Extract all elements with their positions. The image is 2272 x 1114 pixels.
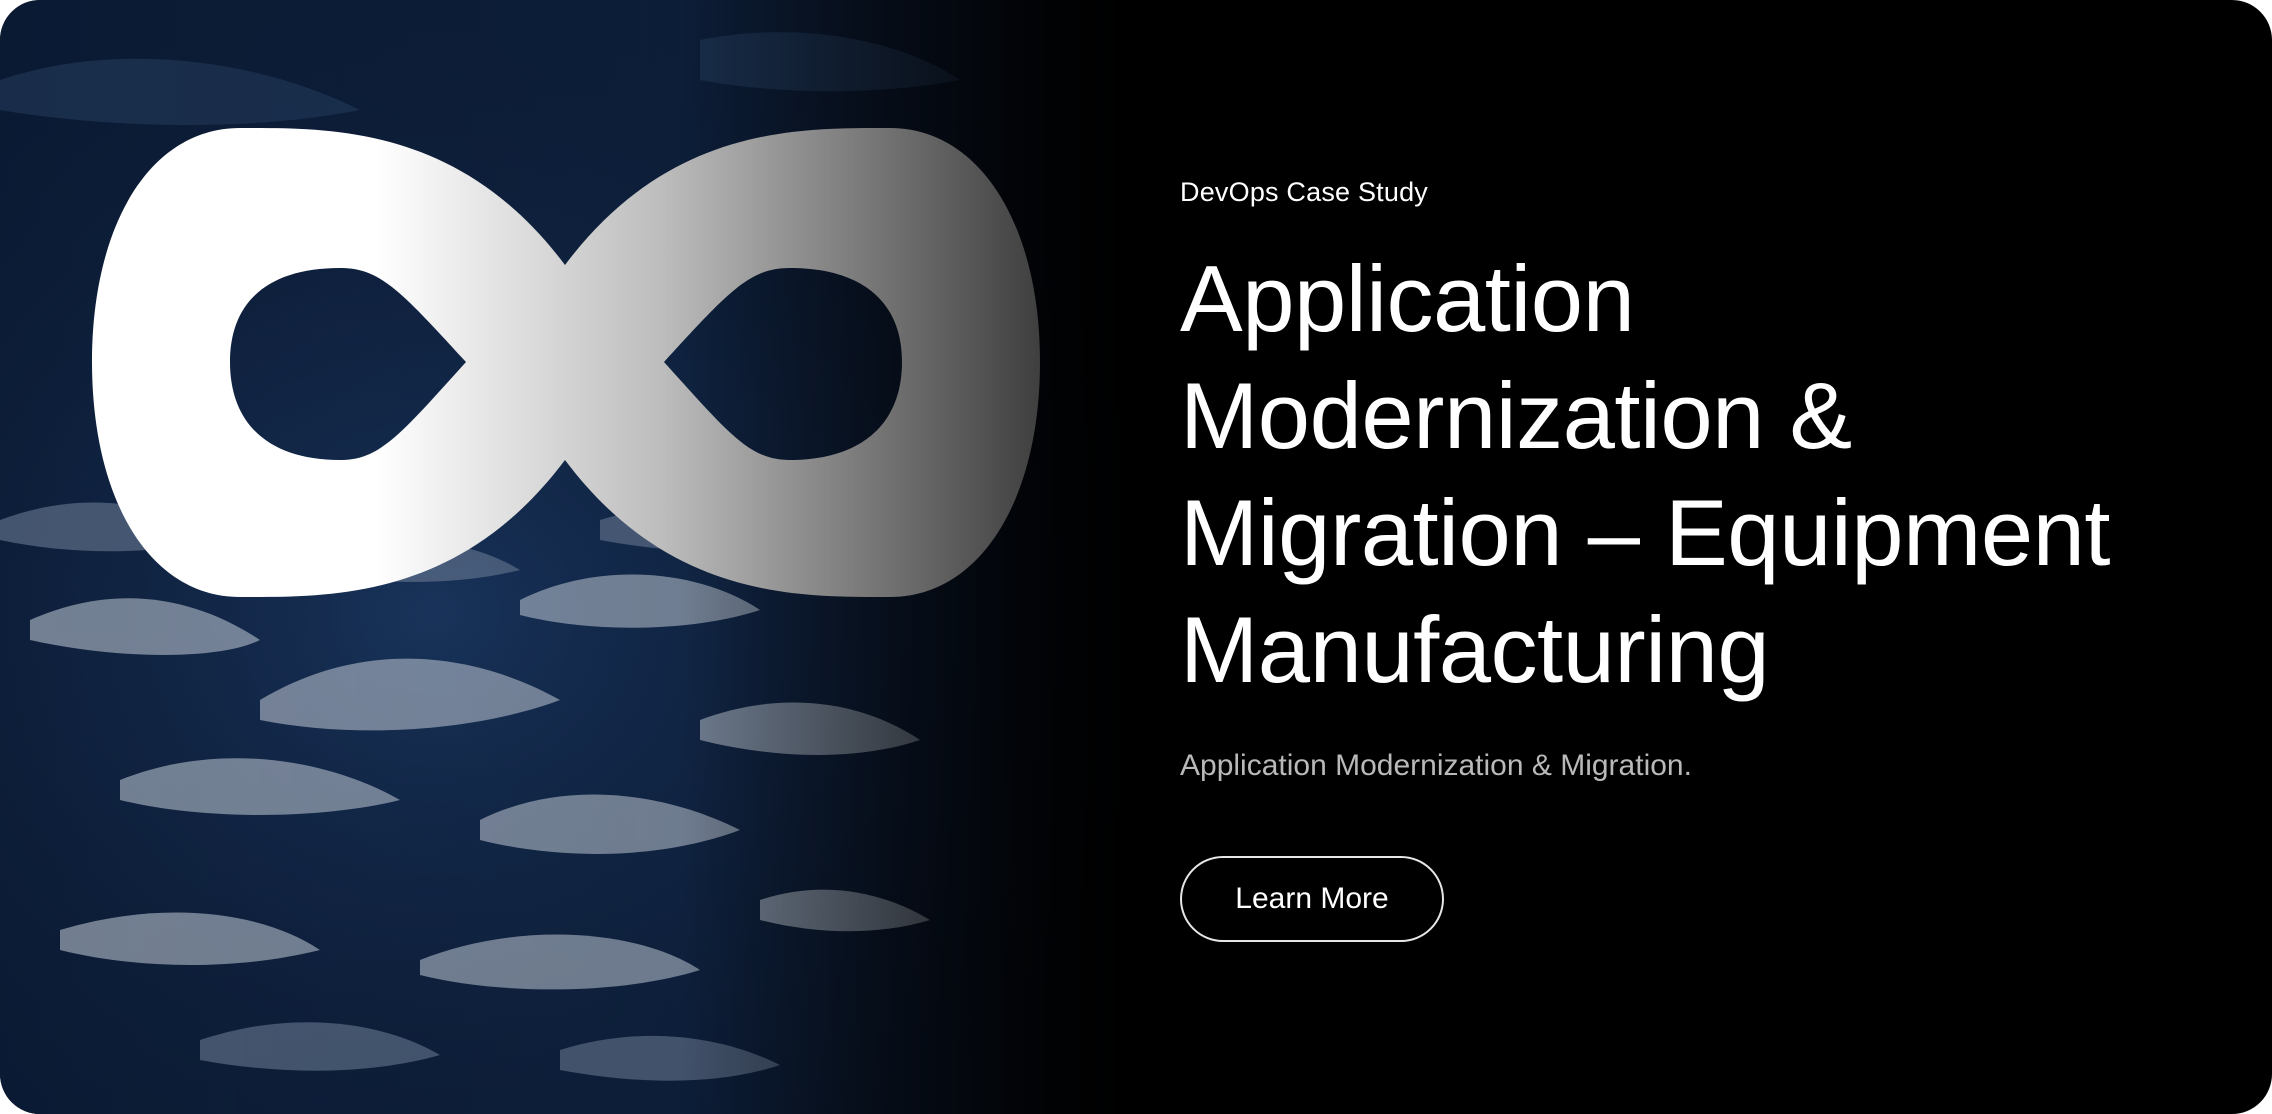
- eyebrow-label: DevOps Case Study: [1180, 177, 1429, 207]
- learn-more-button[interactable]: Learn More: [1180, 856, 1444, 942]
- hero-text: DevOps Case Study Application Modernizat…: [1180, 0, 2180, 1114]
- subtitle: Application Modernization & Migration.: [1180, 749, 1692, 782]
- hero-image: [0, 0, 1240, 1114]
- page-title: Application Modernization & Migration – …: [1180, 246, 2111, 702]
- infinity-icon: [92, 127, 1040, 598]
- hero-illustration: [0, 0, 1240, 1114]
